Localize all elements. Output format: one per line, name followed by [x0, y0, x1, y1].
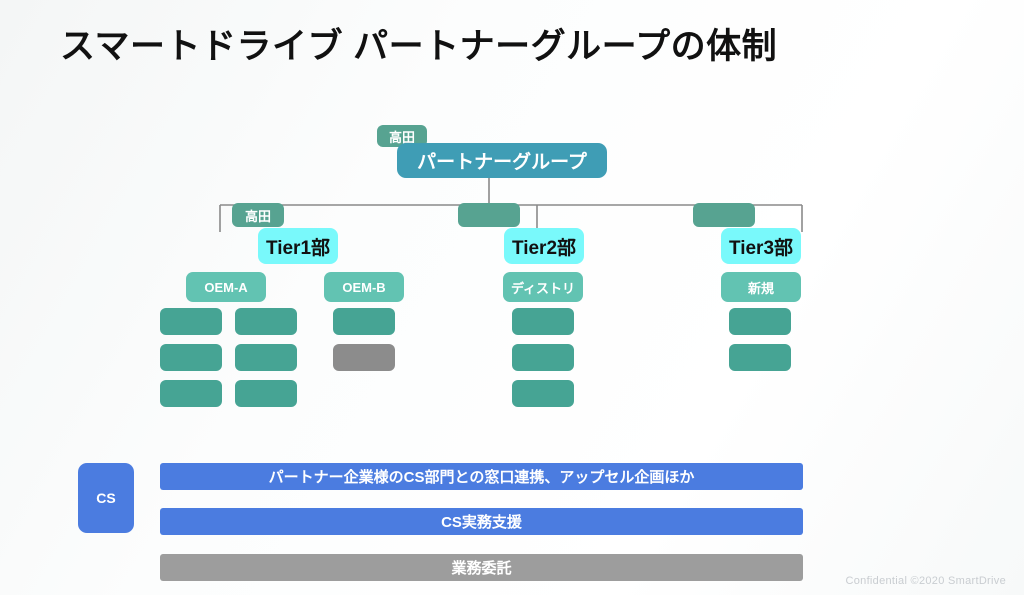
member-cell[interactable]: [512, 344, 574, 371]
tier-owner-badge-3: [693, 203, 755, 227]
node-root[interactable]: パートナーグループ: [397, 143, 607, 178]
cs-bar-ops-support[interactable]: CS実務支援: [160, 508, 803, 535]
tier-owner-badge-1: 高田: [232, 203, 284, 227]
member-cell[interactable]: [512, 380, 574, 407]
member-cell[interactable]: [235, 308, 297, 335]
member-cell-outsourced[interactable]: [333, 344, 395, 371]
member-cell[interactable]: [512, 308, 574, 335]
node-group-oem-b[interactable]: OEM-B: [324, 272, 404, 302]
cs-bar-outsourcing[interactable]: 業務委託: [160, 554, 803, 581]
page-title: スマートドライブ パートナーグループの体制: [60, 27, 778, 66]
node-group-distri[interactable]: ディストリ: [503, 272, 583, 302]
node-group-shinki[interactable]: 新規: [721, 272, 801, 302]
member-cell[interactable]: [729, 344, 791, 371]
cs-bar-partner-liaison[interactable]: パートナー企業様のCS部門との窓口連携、アップセル企画ほか: [160, 463, 803, 490]
member-cell[interactable]: [729, 308, 791, 335]
member-cell[interactable]: [160, 380, 222, 407]
member-cell[interactable]: [160, 344, 222, 371]
node-tier-3[interactable]: Tier3部: [721, 228, 801, 264]
member-cell[interactable]: [333, 308, 395, 335]
node-tier-1[interactable]: Tier1部: [258, 228, 338, 264]
member-cell[interactable]: [235, 344, 297, 371]
cs-badge[interactable]: CS: [78, 463, 134, 533]
node-group-oem-a[interactable]: OEM-A: [186, 272, 266, 302]
confidentiality-footer: Confidential ©2020 SmartDrive: [845, 575, 1006, 587]
member-cell[interactable]: [160, 308, 222, 335]
root-owner-badge: 高田: [377, 125, 427, 147]
member-cell[interactable]: [235, 380, 297, 407]
tier-owner-badge-2: [458, 203, 520, 227]
node-tier-2[interactable]: Tier2部: [504, 228, 584, 264]
